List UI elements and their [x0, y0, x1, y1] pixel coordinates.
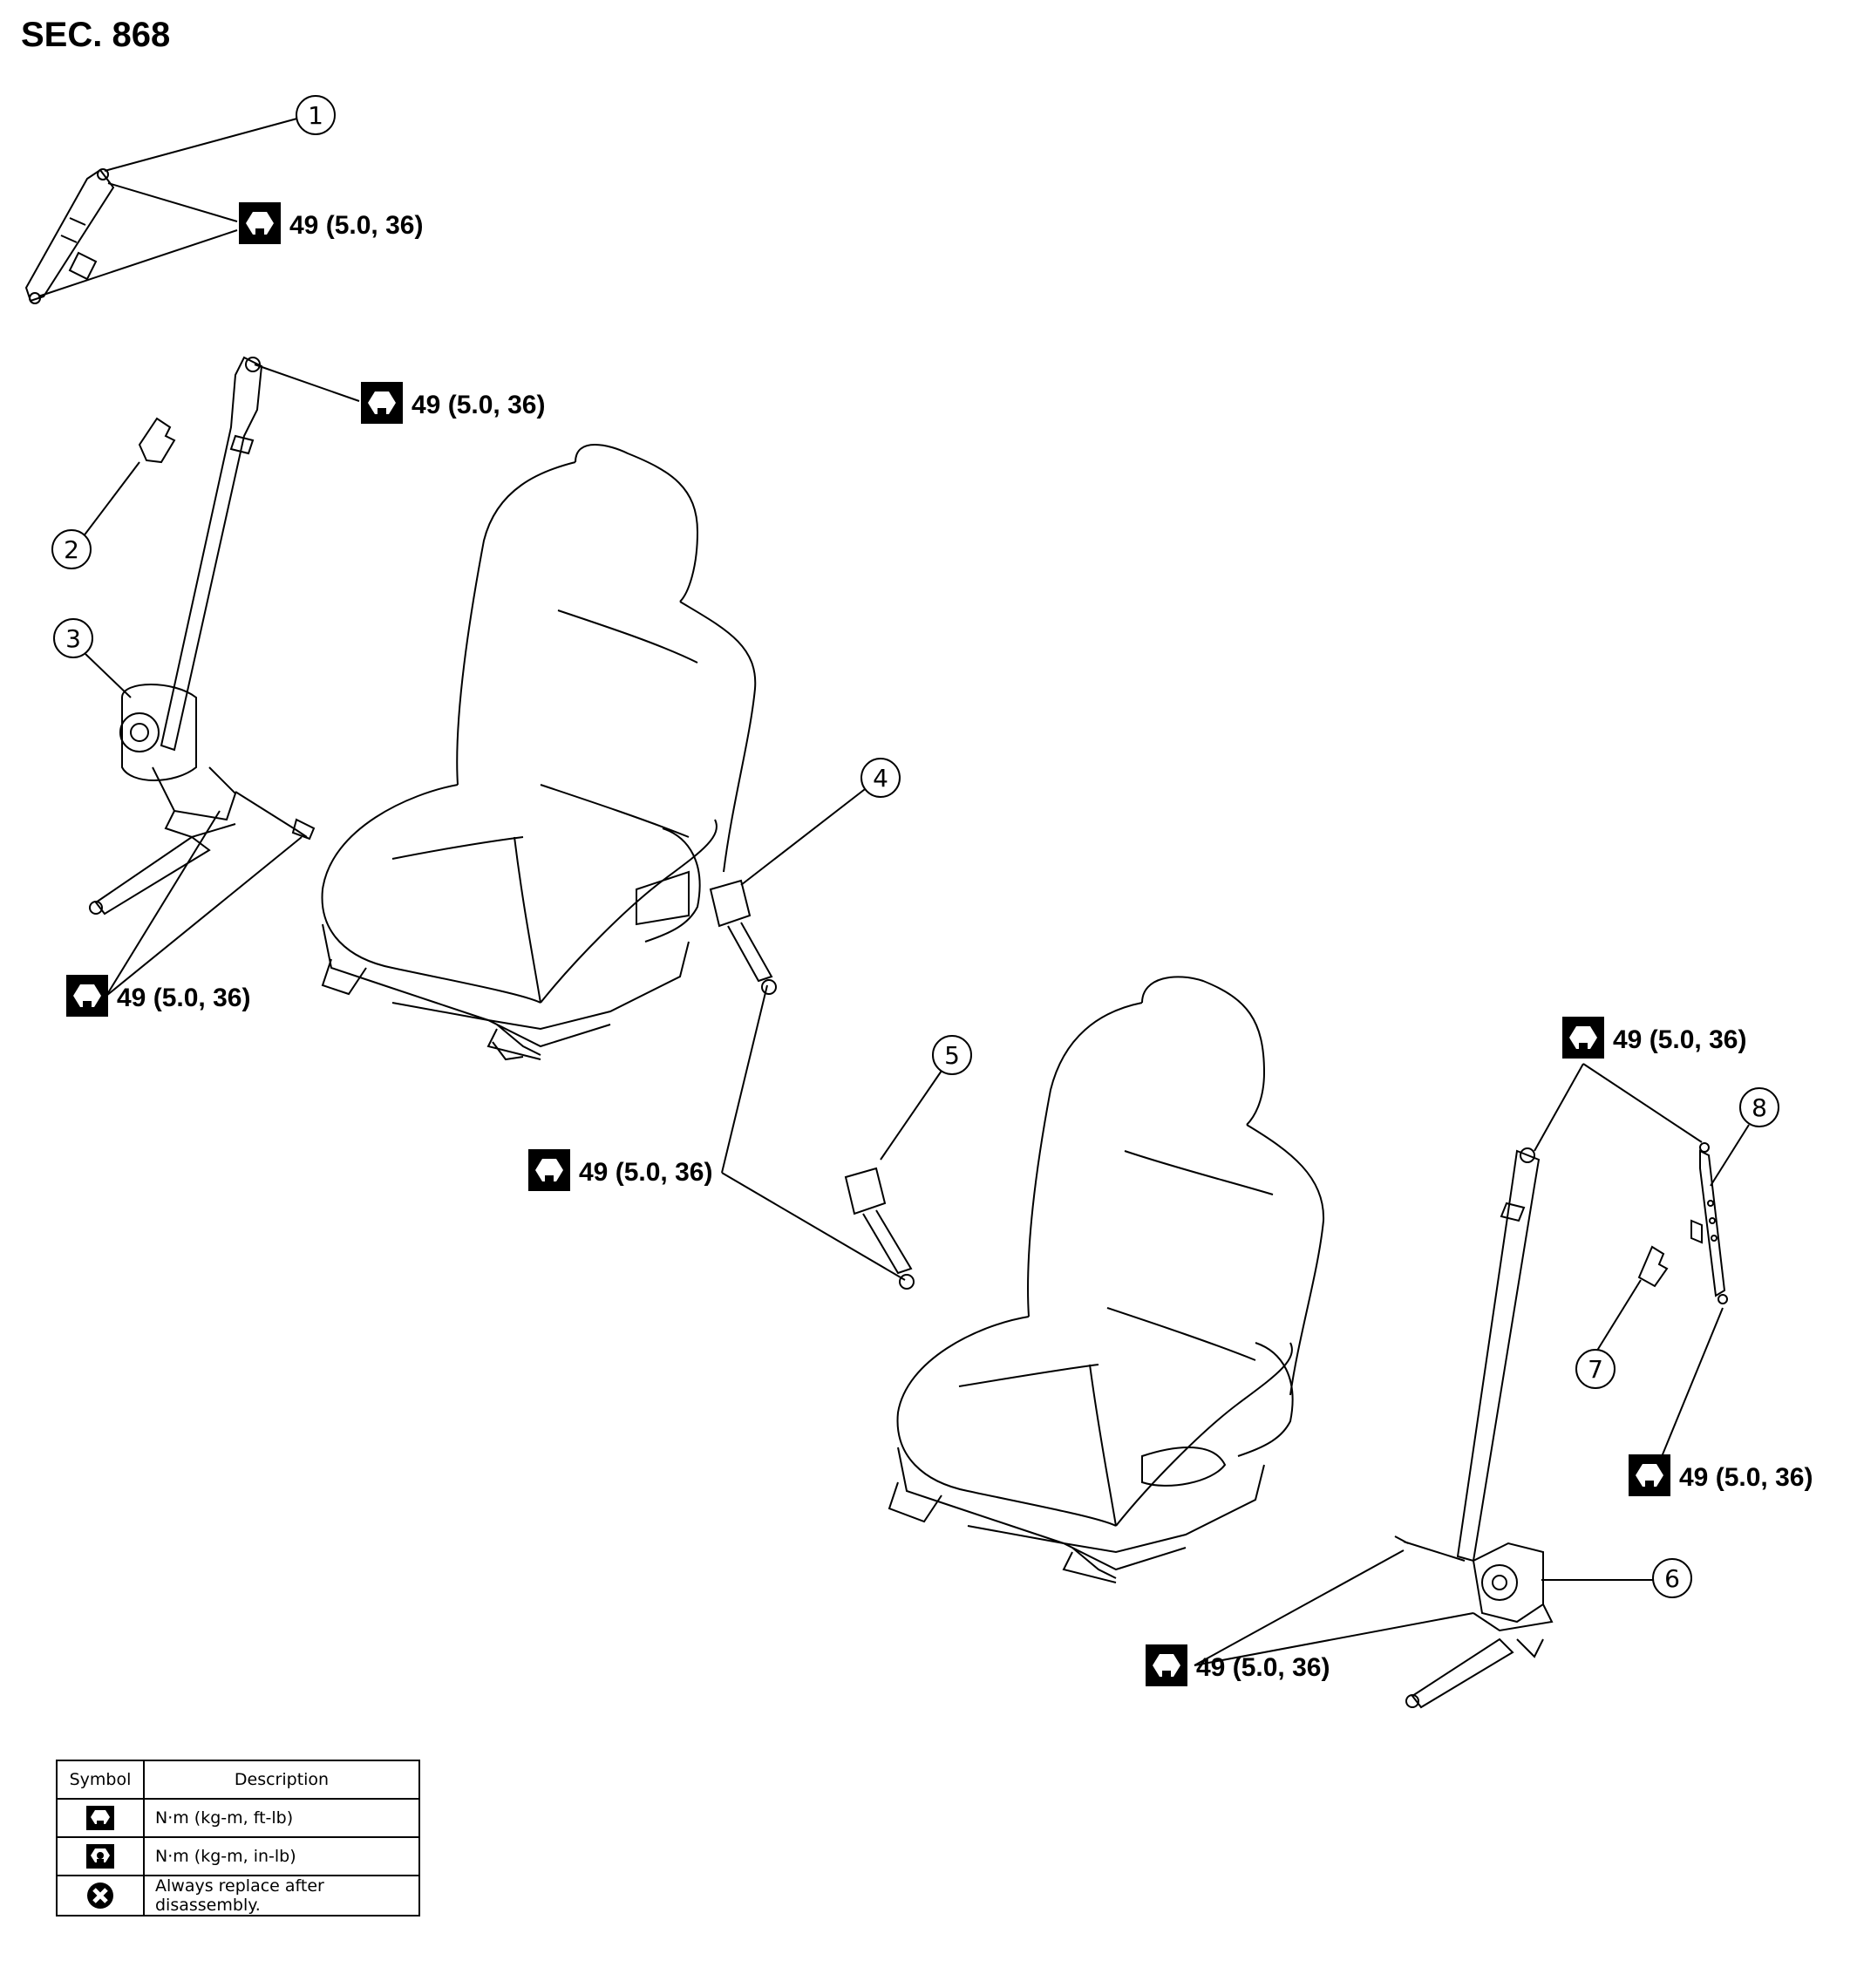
torque-wrench-icon [1562, 1017, 1604, 1059]
callout-7: 7 [1588, 1355, 1603, 1384]
torque-wrench-icon [239, 202, 281, 244]
legend-row: N·m (kg-m, in-lb) [56, 1836, 420, 1876]
torque-wrench-small-icon [56, 1836, 145, 1876]
callout-2: 2 [64, 535, 79, 564]
part-1-height-adjuster [24, 168, 115, 304]
torque-wrench-icon [66, 975, 108, 1017]
part-4-buckle [709, 879, 777, 995]
torque-spec-2: 49 (5.0, 36) [361, 382, 545, 424]
legend-row: Always replace after disassembly. [56, 1875, 420, 1917]
torque-wrench-icon [1146, 1644, 1187, 1686]
part-7-clip [1637, 1245, 1669, 1288]
svg-text:49 (5.0, 36): 49 (5.0, 36) [579, 1158, 712, 1187]
torque-wrench-icon [528, 1149, 570, 1191]
callout-4: 4 [873, 764, 888, 793]
callout-8: 8 [1752, 1093, 1767, 1122]
legend-row: N·m (kg-m, ft-lb) [56, 1798, 420, 1838]
legend-header-row: Symbol Description [56, 1760, 420, 1800]
part-3-seat-belt-retractor [89, 356, 316, 916]
front-seat-left [321, 444, 757, 1061]
torque-spec-5: 49 (5.0, 36) [1562, 1017, 1746, 1059]
front-seat-right [888, 976, 1325, 1583]
part-6-seat-belt-retractor [1394, 1147, 1554, 1709]
svg-text:49 (5.0, 36): 49 (5.0, 36) [412, 391, 545, 419]
svg-text:49 (5.0, 36): 49 (5.0, 36) [289, 211, 423, 240]
svg-text:49 (5.0, 36): 49 (5.0, 36) [1679, 1463, 1813, 1492]
callout-3: 3 [65, 624, 81, 653]
callout-5: 5 [944, 1041, 960, 1070]
leader-lines [37, 116, 1750, 1666]
callout-1: 1 [308, 101, 323, 130]
svg-text:49 (5.0, 36): 49 (5.0, 36) [117, 984, 250, 1012]
torque-spec-7: 49 (5.0, 36) [1146, 1644, 1330, 1686]
part-8-height-adjuster [1690, 1142, 1728, 1304]
callout-6: 6 [1664, 1564, 1680, 1593]
symbol-legend-table: Symbol Description N·m (kg-m, ft-lb) N·m… [56, 1760, 420, 1917]
torque-spec-3: 49 (5.0, 36) [66, 975, 250, 1017]
torque-spec-1: 49 (5.0, 36) [239, 202, 423, 244]
replace-x-icon [56, 1875, 145, 1917]
legend-description: N·m (kg-m, in-lb) [143, 1836, 420, 1876]
torque-wrench-icon [1629, 1454, 1670, 1496]
torque-spec-6: 49 (5.0, 36) [1629, 1454, 1813, 1496]
svg-text:49 (5.0, 36): 49 (5.0, 36) [1196, 1653, 1330, 1682]
part-5-buckle [844, 1167, 915, 1290]
legend-header-description: Description [143, 1760, 420, 1800]
svg-text:49 (5.0, 36): 49 (5.0, 36) [1613, 1025, 1746, 1054]
legend-description: N·m (kg-m, ft-lb) [143, 1798, 420, 1838]
legend-description: Always replace after disassembly. [143, 1875, 420, 1917]
section-title: SEC. 868 [21, 16, 171, 54]
callout-circles [51, 95, 1779, 1598]
torque-wrench-icon [361, 382, 403, 424]
part-2-clip [138, 417, 176, 464]
legend-header-symbol: Symbol [56, 1760, 145, 1800]
torque-spec-4: 49 (5.0, 36) [528, 1149, 712, 1191]
torque-wrench-icon [56, 1798, 145, 1838]
